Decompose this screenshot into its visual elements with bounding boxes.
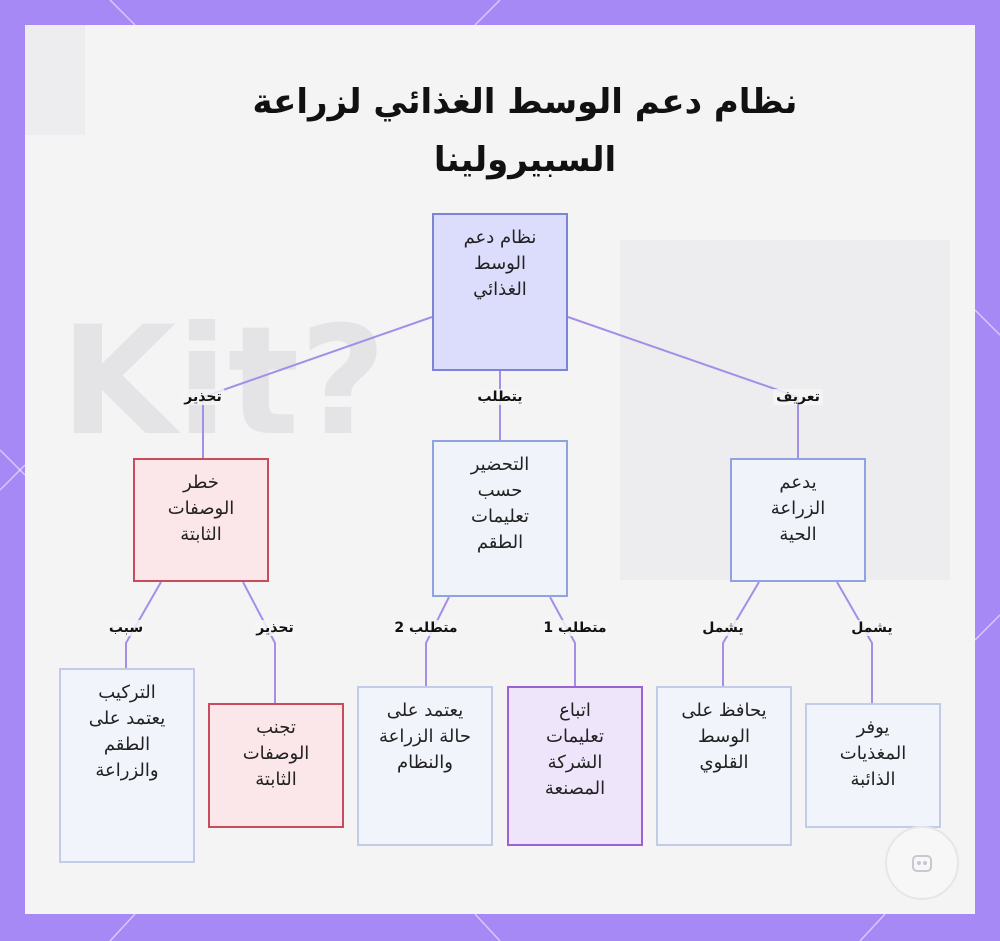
edge-label-warning-cause: سبب [105,620,147,636]
edge-label-support-nut: يشمل [848,620,896,636]
edge-support-nut [836,581,873,703]
node-root: نظام دعم الوسط الغذائي [432,213,568,371]
edge-label-root-warning: تحذير [181,389,225,405]
edge-warning-avoid [242,581,276,703]
node-depends-on-culture: يعتمد على حالة الزراعة والنظام [357,686,493,846]
edge-label-root-support: تعريف [773,389,823,405]
edge-support-alk [722,581,760,686]
edge-label-root-prep: يتطلب [474,389,526,405]
node-provides-nutrients-label: يوفر المغذيات الذائبة [839,717,907,790]
node-composition-depends: التركيب يعتمد على الطقم والزراعة [59,668,195,863]
edge-prep-req2 [425,596,450,686]
node-supports-live-culture: يدعم الزراعة الحية [730,458,866,582]
node-supports-live-culture-label: يدعم الزراعة الحية [770,472,826,545]
edge-root-warning [202,316,433,458]
diagram-card: Kit? نظام دعم الوسط الغذائي لزراعة السبي… [25,25,975,914]
node-fixed-recipes-risk: خطر الوصفات الثابتة [133,458,269,582]
logo-badge-icon [885,826,959,900]
background-ghost-corner [25,25,85,135]
node-follow-manufacturer-label: اتباع تعليمات الشركة المصنعة [544,700,606,799]
diagram-title: نظام دعم الوسط الغذائي لزراعة السبيرولين… [252,82,798,180]
edge-prep-req1 [549,596,576,686]
edge-label-warning-avoid: تحذير [253,620,297,636]
node-avoid-fixed-recipes: تجنب الوصفات الثابتة [208,703,344,828]
edge-label-support-alk: يشمل [699,620,747,636]
edge-warning-cause [125,581,162,668]
node-kit-preparation: التحضير حسب تعليمات الطقم [432,440,568,597]
edge-label-prep-req2: متطلب 2 [391,620,461,636]
background-ghost-text: Kit? [60,295,387,469]
node-maintains-alkaline: يحافظ على الوسط القلوي [656,686,792,846]
node-follow-manufacturer: اتباع تعليمات الشركة المصنعة [507,686,643,846]
edge-root-support [567,316,799,458]
edge-label-prep-req1: متطلب 1 [540,620,610,636]
node-fixed-recipes-risk-label: خطر الوصفات الثابتة [167,472,235,545]
logo-glyph-icon [912,855,932,872]
node-provides-nutrients: يوفر المغذيات الذائبة [805,703,941,828]
node-maintains-alkaline-label: يحافظ على الوسط القلوي [681,700,767,773]
node-root-label: نظام دعم الوسط الغذائي [463,227,537,300]
node-depends-on-culture-label: يعتمد على حالة الزراعة والنظام [379,700,471,773]
node-avoid-fixed-recipes-label: تجنب الوصفات الثابتة [242,717,310,790]
node-kit-preparation-label: التحضير حسب تعليمات الطقم [470,454,530,553]
node-composition-depends-label: التركيب يعتمد على الطقم والزراعة [88,682,166,781]
